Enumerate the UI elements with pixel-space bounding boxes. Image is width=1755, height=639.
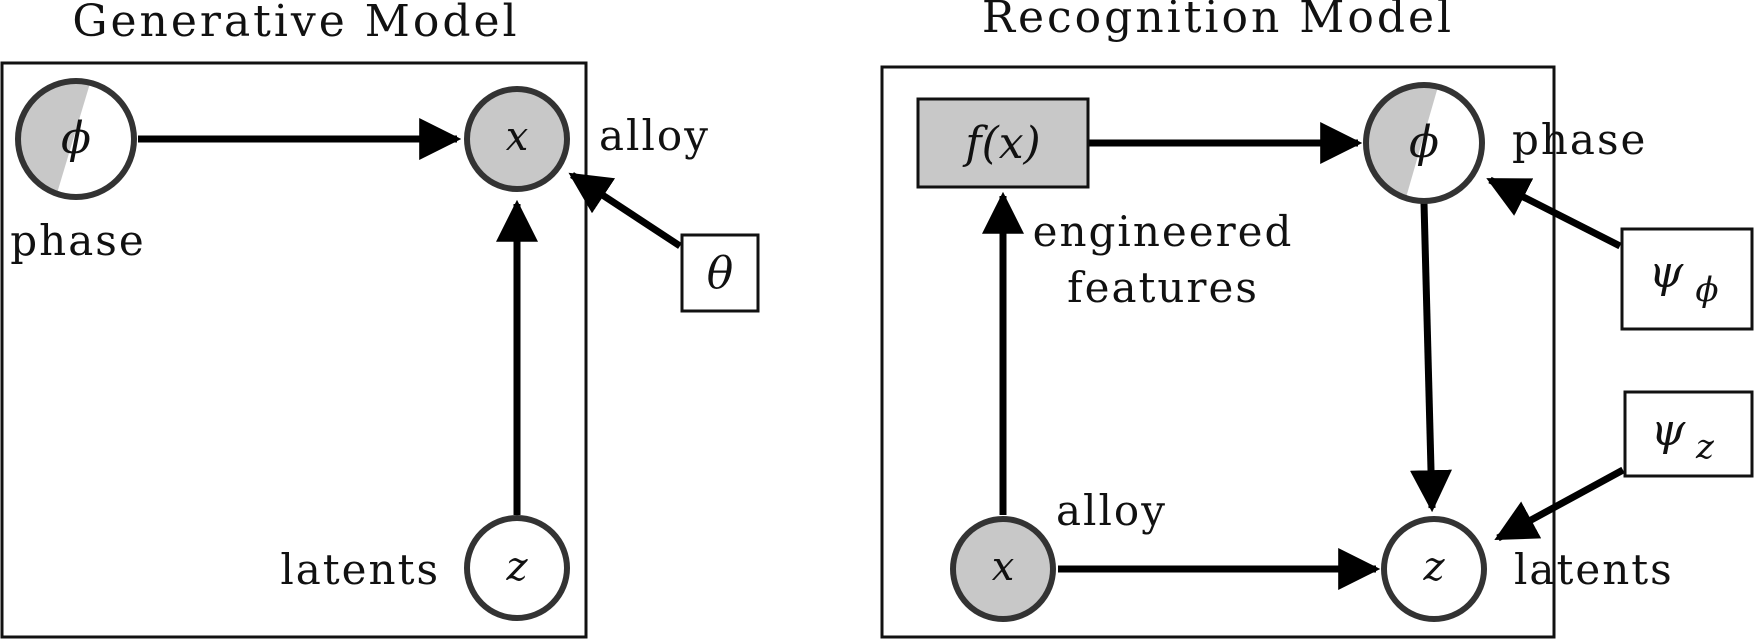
alloy-symbol: x [506,114,529,160]
psi-phi-subscript: ϕ [1695,270,1718,310]
latents-symbol: z [505,544,528,590]
recognition-alloy-symbol: x [992,544,1015,590]
edge-psiz-to-latents [1494,466,1625,542]
latents-label: latents [280,545,440,594]
recognition-alloy-node: x [950,516,1056,622]
recognition-model-title: Recognition Model [982,0,1454,43]
theta-parameter: θ [680,233,760,313]
psi-z-parameter: ψ z [1623,390,1754,478]
edge-phase-to-latents [1410,202,1453,513]
phase-label: phase [10,216,145,265]
psi-phi-parameter: ψ ϕ [1620,227,1754,331]
features-node: f(x) [916,97,1090,189]
features-symbol: f(x) [962,118,1040,169]
alloy-label: alloy [599,111,710,160]
generative-model-title: Generative Model [72,0,519,47]
alloy-node: x [464,86,570,192]
latents-node: z [464,515,570,621]
edge-psiphi-to-phase [1486,176,1622,250]
recognition-model-panel: Recognition Model f(x) engineered featur… [880,0,1754,639]
recognition-latents-symbol: z [1422,544,1445,590]
recognition-alloy-label: alloy [1056,486,1167,535]
generative-model-panel: Generative Model ϕ phase x alloy z laten… [0,0,760,639]
features-label-line1: engineered [1033,207,1294,256]
recognition-phase-symbol: ϕ [1409,117,1439,168]
psi-phi-symbol: ψ [1649,247,1684,298]
recognition-plate [880,65,1556,639]
recognition-phase-label: phase [1512,115,1647,164]
edge-theta-to-alloy [568,172,682,249]
features-label-line2: features [1067,263,1259,312]
psi-z-symbol: ψ [1651,405,1686,456]
recognition-latents-label: latents [1514,545,1674,594]
phase-symbol: ϕ [61,113,91,164]
generative-plate [0,61,588,639]
recognition-latents-node: z [1381,516,1487,622]
theta-symbol: θ [707,248,734,299]
psi-z-subscript: z [1695,427,1715,467]
